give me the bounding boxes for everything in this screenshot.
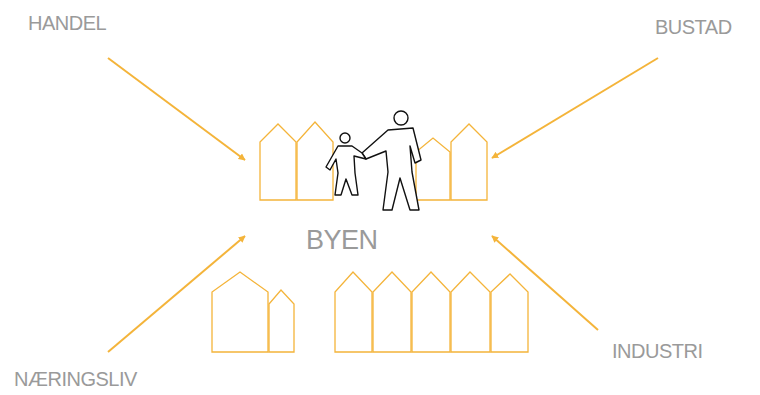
house-outline: [416, 138, 450, 200]
house-outline: [212, 272, 268, 352]
sector-label: NÆRINGSLIV: [14, 368, 137, 391]
house-outline: [451, 272, 490, 352]
sector-label: INDUSTRI: [612, 340, 702, 363]
house-outline: [335, 272, 372, 352]
house-outline: [297, 122, 333, 200]
house-outline: [373, 272, 411, 352]
house-outline: [491, 274, 528, 352]
inflow-arrow: [108, 58, 245, 160]
adult-head: [394, 111, 408, 125]
house-outline: [260, 124, 296, 200]
house-outline: [451, 124, 487, 200]
child-figure: [326, 146, 366, 195]
house-outline: [412, 272, 450, 352]
sector-label: HANDEL: [28, 12, 106, 35]
child-head: [340, 133, 350, 143]
house-outline: [269, 290, 294, 352]
adult-figure: [362, 128, 421, 210]
inflow-arrow: [492, 58, 658, 158]
city-label: BYEN: [306, 225, 378, 256]
sector-label: BUSTAD: [655, 16, 732, 39]
